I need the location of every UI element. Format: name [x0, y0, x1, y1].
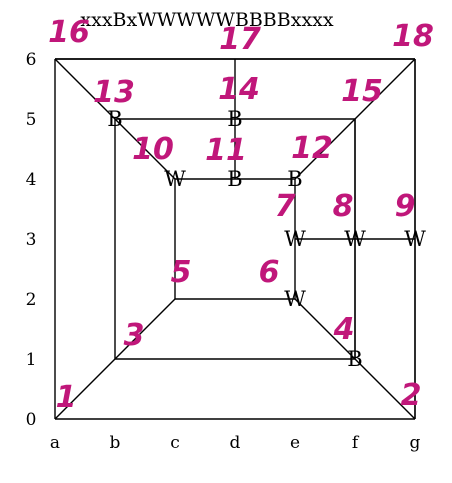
- point-number: 17: [219, 22, 261, 57]
- point-number: 10: [132, 132, 174, 167]
- graph-edges: [54, 58, 416, 420]
- point-number: 2: [401, 378, 422, 413]
- edge-2-4: [354, 358, 416, 420]
- x-tick-label: a: [50, 433, 60, 453]
- point-number: 12: [291, 131, 333, 166]
- piece-B: B: [287, 167, 302, 191]
- piece-labels: B W W W W W B B B B: [107, 107, 426, 371]
- edge-3-5: [114, 298, 176, 360]
- piece-W: W: [284, 287, 306, 311]
- point-number: 14: [218, 72, 260, 107]
- point-number: 7: [275, 189, 296, 224]
- diagram-title: xxxBxWWWWWBBBBxxxx: [80, 9, 333, 31]
- edge-4-6: [294, 298, 356, 360]
- piece-W: W: [344, 227, 366, 251]
- point-number: 15: [341, 74, 383, 109]
- piece-W: W: [164, 167, 186, 191]
- x-tick-label: g: [410, 433, 421, 453]
- x-tick-label: b: [110, 433, 121, 453]
- x-tick-label: c: [170, 433, 180, 453]
- piece-B: B: [347, 347, 362, 371]
- point-number: 1: [56, 380, 77, 415]
- point-number: 9: [395, 189, 416, 224]
- edge-15-12: [294, 118, 356, 180]
- y-tick-label: 4: [26, 170, 37, 190]
- point-number: 3: [124, 318, 145, 353]
- point-number: 16: [48, 15, 90, 50]
- piece-B: B: [107, 107, 122, 131]
- edge-13-10: [114, 118, 176, 180]
- point-number: 8: [333, 189, 354, 224]
- point-number: 13: [93, 75, 135, 110]
- point-number: 6: [259, 255, 280, 290]
- edge-16-13: [54, 58, 116, 120]
- y-tick-label: 6: [26, 50, 37, 70]
- y-tick-label: 1: [26, 350, 37, 370]
- piece-W: W: [284, 227, 306, 251]
- piece-W: W: [404, 227, 426, 251]
- y-tick-label: 0: [26, 410, 37, 430]
- point-number: 4: [333, 312, 355, 347]
- x-tick-label: f: [352, 433, 360, 453]
- point-number: 18: [392, 19, 434, 54]
- edge-18-15: [354, 58, 416, 120]
- y-tick-label: 5: [26, 110, 37, 130]
- x-tick-label: e: [290, 433, 300, 453]
- point-number: 5: [171, 255, 192, 290]
- piece-B: B: [227, 107, 242, 131]
- y-tick-label: 3: [26, 230, 37, 250]
- point-number: 11: [205, 133, 247, 168]
- y-tick-label: 2: [26, 290, 37, 310]
- edge-1-3: [54, 358, 116, 420]
- piece-B: B: [227, 167, 242, 191]
- x-tick-label: d: [230, 433, 241, 453]
